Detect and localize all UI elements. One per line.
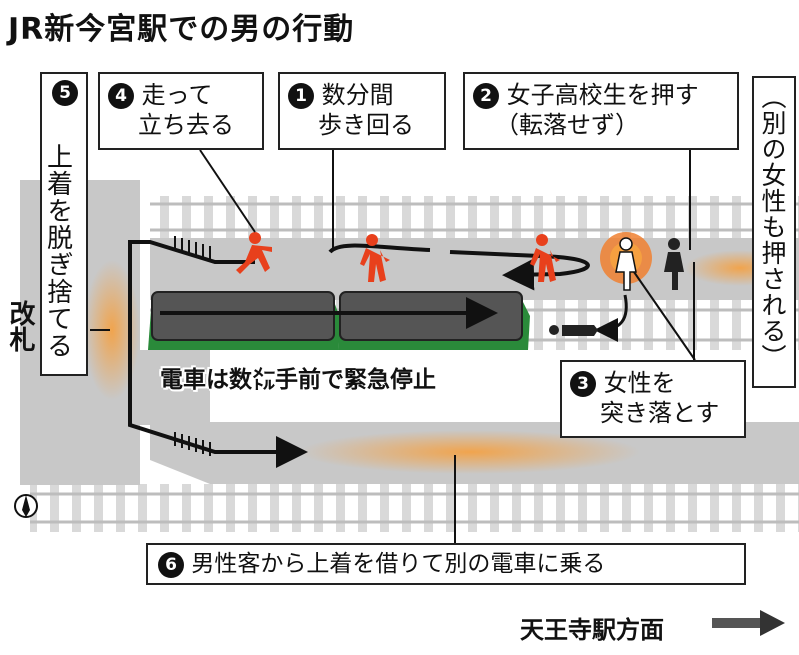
leader-lines bbox=[90, 149, 696, 545]
step-4-number: 4 bbox=[108, 83, 134, 109]
callout-step-2: 2 女子高校生を押す （転落せず） bbox=[463, 72, 739, 150]
step-1-line1: 数分間 bbox=[321, 81, 394, 109]
step-6-number: 6 bbox=[158, 551, 184, 578]
north-compass-icon bbox=[14, 494, 38, 518]
step-2-line1: 女子高校生を押す bbox=[506, 81, 699, 109]
step-4-line2: 立ち去る bbox=[138, 111, 234, 139]
side-note: （別の女性も押される） bbox=[752, 76, 796, 388]
track-bottom bbox=[30, 484, 799, 532]
step-4-line1: 走って bbox=[141, 81, 213, 109]
step-3-line2: 突き落とす bbox=[600, 399, 720, 427]
train bbox=[148, 291, 530, 350]
callout-step-6: 6 男性客から上着を借りて別の電車に乗る bbox=[146, 543, 746, 585]
step-5-number: 5 bbox=[52, 80, 78, 106]
callout-step-5: 5 上着を脱ぎ捨てる bbox=[40, 72, 88, 376]
highlight-lower bbox=[300, 430, 640, 474]
woman-pushed-icon bbox=[615, 237, 637, 291]
fallen-woman-icon bbox=[549, 325, 598, 336]
step-6-text: 男性客から上着を借りて別の電車に乗る bbox=[191, 551, 606, 577]
callout-step-3: 3 女性を 突き落とす bbox=[560, 360, 746, 438]
woman-icon bbox=[664, 238, 684, 290]
step-1-number: 1 bbox=[288, 83, 314, 109]
step-1-line2: 歩き回る bbox=[318, 111, 414, 139]
highlight-gate bbox=[84, 260, 140, 400]
step-3-line1: 女性を bbox=[603, 369, 676, 397]
direction-label: 天王寺駅方面 bbox=[520, 616, 664, 644]
step-2-number: 2 bbox=[473, 83, 499, 109]
man-walking-icon-2 bbox=[530, 234, 560, 282]
direction-arrow-icon bbox=[712, 610, 785, 636]
callout-step-1: 1 数分間 歩き回る bbox=[278, 72, 446, 150]
track-top bbox=[150, 196, 799, 238]
path-escape bbox=[128, 240, 308, 468]
page-title: JR新今宮駅での男の行動 bbox=[8, 12, 355, 47]
ticket-gate-label: 改札 bbox=[5, 300, 35, 352]
step-2-line2: （転落せず） bbox=[495, 111, 639, 139]
man-running-icon bbox=[236, 232, 272, 274]
man-walking-icon-1 bbox=[360, 234, 390, 282]
step-5-text: 上着を脱ぎ捨てる bbox=[42, 143, 73, 359]
train-stop-label: 電車は数㍍手前で緊急停止 bbox=[160, 367, 436, 393]
callout-step-4: 4 走って 立ち去る bbox=[98, 72, 264, 150]
step-3-number: 3 bbox=[570, 371, 596, 397]
path-fall bbox=[594, 294, 628, 342]
